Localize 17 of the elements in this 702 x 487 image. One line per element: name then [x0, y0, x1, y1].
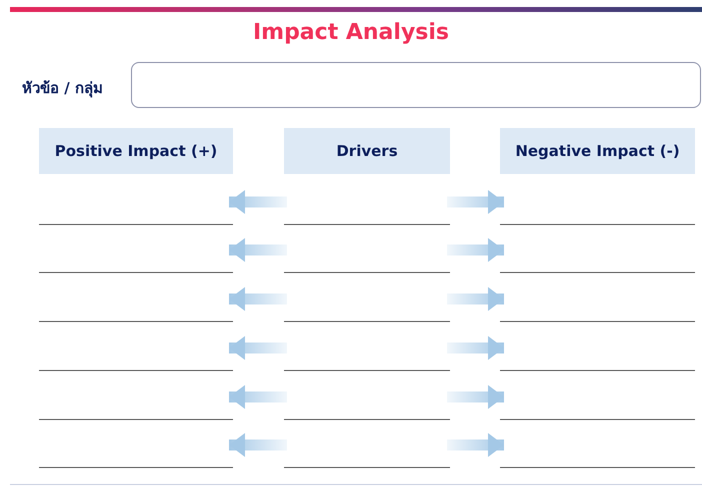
arrow [229, 336, 287, 360]
arrow [447, 238, 504, 262]
column-header: Negative Impact (-) [500, 128, 695, 174]
arrow [229, 190, 287, 214]
column-header: Drivers [284, 128, 450, 174]
column-header: Positive Impact (+) [39, 128, 233, 174]
arrow [447, 385, 504, 409]
arrow [229, 238, 287, 262]
arrow [447, 287, 504, 311]
arrow [229, 433, 287, 457]
title: Impact Analysis [252, 20, 450, 47]
arrow [447, 433, 504, 457]
arrow [447, 190, 504, 214]
field-label: หัวข้อ / กลุ่ม [22, 76, 130, 100]
arrow [229, 287, 287, 311]
arrow [447, 336, 504, 360]
arrow [229, 385, 287, 409]
